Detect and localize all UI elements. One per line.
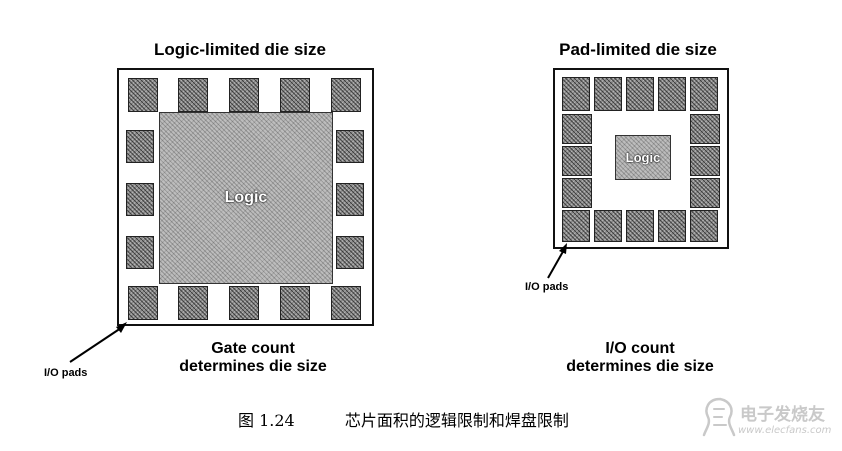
io-pad [331,286,361,320]
io-pad [594,210,622,242]
watermark-url: www.elecfans.com [738,425,832,436]
io-pad [658,77,686,111]
io-pad [690,146,720,176]
left-logic-label: Logic [224,189,268,206]
right-io-pads-label: I/O pads [525,281,569,293]
io-pad [562,210,590,242]
io-pad [126,236,154,269]
left-bottom-caption: Gate count determines die size [153,340,353,376]
watermark-brand: 电子发烧友 [740,405,825,425]
right-bottom-caption: I/O count determines die size [535,340,745,376]
left-diagram-title: Logic-limited die size [154,40,326,59]
io-pad [126,183,154,216]
left-io-pads-label: I/O pads [44,367,88,379]
io-pad [229,286,259,320]
right-bottom-line2: determines die size [566,358,714,375]
io-pad [562,114,592,144]
io-pad [690,210,718,242]
io-pad [128,286,158,320]
io-pad [178,78,208,112]
watermark: 电子发烧友 www.elecfans.com [700,395,840,445]
io-pad [336,130,364,163]
left-logic-core: Logic [159,112,333,284]
io-pad [658,210,686,242]
io-pad [562,146,592,176]
io-pad [331,78,361,112]
io-pad [690,178,720,208]
io-pad [626,77,654,111]
io-pad [280,286,310,320]
right-diagram-title: Pad-limited die size [559,40,717,59]
left-bottom-line1: Gate count [211,340,295,357]
right-die-outline: Logic [553,68,729,249]
right-logic-core: Logic [615,135,671,180]
io-pad [336,183,364,216]
io-pad [562,178,592,208]
io-pad [229,78,259,112]
left-die-outline: Logic [117,68,374,326]
io-pad [126,130,154,163]
figure-caption-text: 芯片面积的逻辑限制和焊盘限制 [344,411,569,430]
figure-number: 图 1.24 [238,411,295,430]
io-pad [128,78,158,112]
io-pad [594,77,622,111]
figure-caption: 图 1.24 芯片面积的逻辑限制和焊盘限制 [238,407,569,431]
left-bottom-line2: determines die size [179,358,327,375]
right-bottom-line1: I/O count [605,340,675,357]
io-pad [690,77,718,111]
ef-logo-icon [702,397,736,437]
io-pad [562,77,590,111]
io-pad [626,210,654,242]
io-pad [280,78,310,112]
right-logic-label: Logic [625,150,661,165]
io-pad [690,114,720,144]
io-pad [336,236,364,269]
io-pad [178,286,208,320]
